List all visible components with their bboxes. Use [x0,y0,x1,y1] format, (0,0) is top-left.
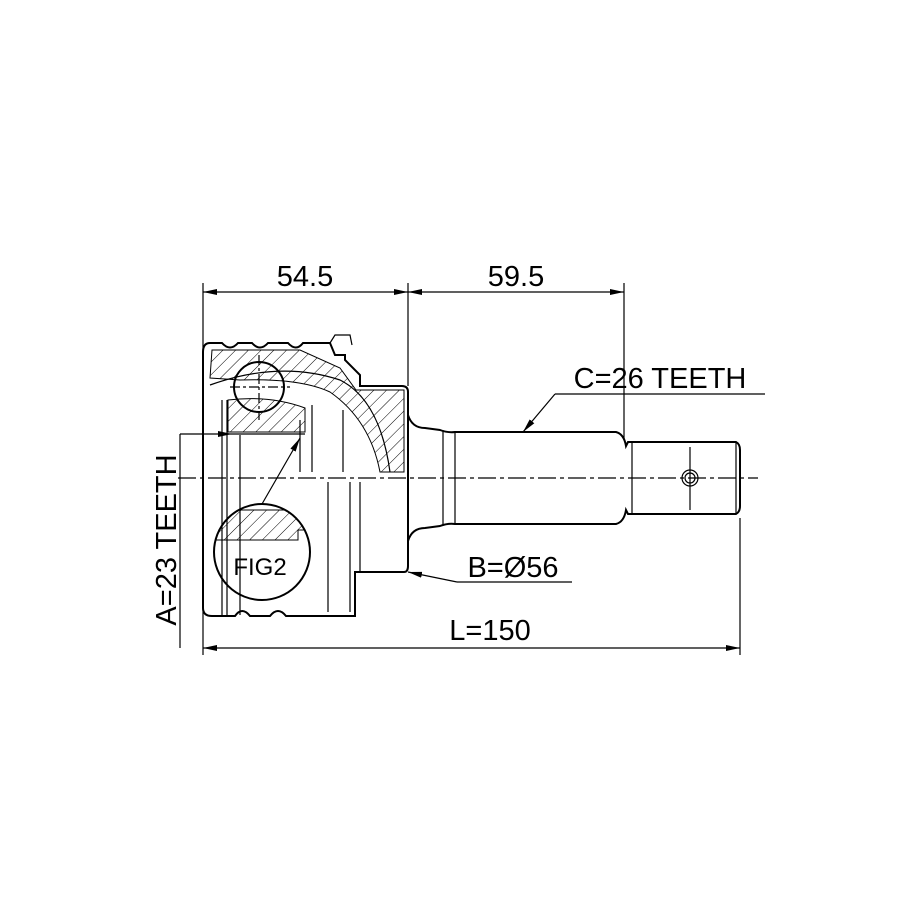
shaft [407,414,741,542]
fig2-detail: FIG2 [213,437,311,601]
diameter-label: B=Ø56 [467,552,558,584]
outer-housing [202,334,409,617]
outer-teeth-leader [522,393,556,433]
dim-59-5-label: 59.5 [488,261,544,293]
inner-teeth-label: A=23 TEETH [151,454,183,625]
outer-teeth-label: C=26 TEETH [574,363,747,395]
extension-lines [202,283,741,655]
diameter-leader [407,571,458,583]
fig2-label: FIG2 [233,554,286,581]
dim-54-5-label: 54.5 [277,261,333,293]
dim-l150-label: L=150 [449,615,530,647]
